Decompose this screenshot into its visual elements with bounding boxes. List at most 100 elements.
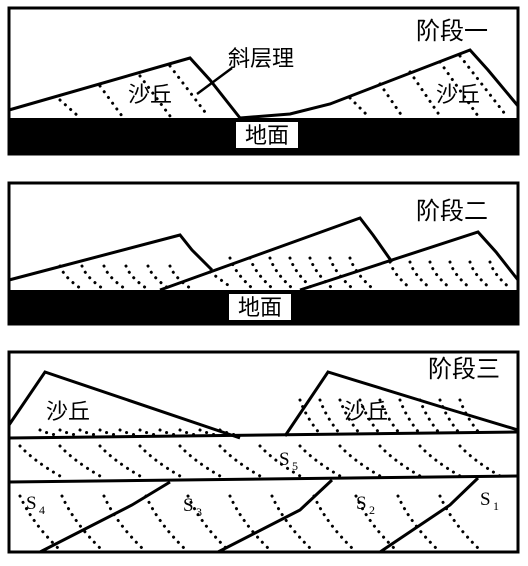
lamina-line [124,264,148,290]
lamina-line [138,428,162,438]
lamina-line [58,444,102,478]
svg-text:S: S [356,493,367,514]
svg-text:S: S [480,489,491,510]
lamina-line [378,444,422,478]
panel-stage-1: 地面 阶段一 斜层理 沙丘 沙丘 [7,6,520,156]
panel-1-ground-label: 地面 [245,124,289,149]
lamina-line [138,444,182,478]
lamina-line [468,260,492,290]
lamina-line [354,494,398,552]
panel-3-bounding-surface-s2-s1 [379,476,480,554]
svg-text:5: 5 [292,459,298,473]
svg-text:S: S [26,493,37,514]
svg-text:2: 2 [369,503,375,517]
lamina-line [318,398,342,436]
lamina-line [198,428,222,438]
svg-text:1: 1 [493,499,499,513]
lamina-line [186,494,230,552]
panel-stage-2: 地面 阶段二 [7,181,520,326]
panel-1-dune-left-outline [8,56,242,119]
panel-3-bounding-surface-s4-s3 [39,480,171,554]
lamina-line [38,428,62,438]
panel-3-dune-right-outline [283,370,519,437]
lamina-line [102,494,146,552]
lamina-line [438,494,482,552]
cross-bedding-pointer [196,66,233,96]
lamina-line [78,428,102,438]
lamina-line [270,494,314,552]
svg-text:S: S [279,449,290,470]
lamina-line [378,398,402,436]
panel-3-surface-top [8,430,519,440]
lamina-line [418,444,462,478]
lamina-line [312,494,356,552]
lamina-line [298,398,322,436]
panel-3-dune-right-label: 沙丘 [344,400,388,425]
panel-2-dune-1-outline [8,233,214,282]
layer-label-s3: S 3 [183,495,202,519]
svg-text:4: 4 [39,503,45,517]
lamina-line [18,444,62,478]
lamina-line [58,264,82,290]
panel-1-ground-label-box [236,122,298,148]
lamina-line [168,264,192,290]
panel-1-dune-left-label: 沙丘 [128,83,172,108]
lamina-line [80,264,104,290]
lamina-line [118,428,142,438]
lamina-line [428,260,452,290]
panel-2-dune-2-outline [159,216,394,292]
layer-label-s4: S 4 [26,493,45,517]
lamina-line [58,98,80,118]
panel-1-cross-beds [58,54,507,118]
lamina-line [248,256,274,290]
lamina-line [218,444,262,478]
lamina-line [418,398,442,436]
panel-2-dune-3-outline [299,230,520,292]
panel-stage-3: 阶段三 沙丘 沙丘 S 5 S 4 S 3 S 2 S 1 [7,350,520,554]
lamina-line [228,494,272,552]
lamina-line [438,398,462,436]
panel-3-stage-label: 阶段三 [428,355,500,383]
lamina-line [458,54,507,116]
lamina-line [178,444,222,478]
lamina-line [396,494,440,552]
layer-label-s2: S 2 [356,493,375,517]
panel-1-cross-bedding-label: 斜层理 [228,47,294,72]
lamina-line [98,428,122,438]
lamina-line [388,260,412,290]
lamina-line [268,256,294,290]
panel-1-dune-right-label: 沙丘 [436,83,480,108]
lamina-line [60,494,104,552]
panel-3-bounding-surface-s3-s2 [217,478,334,554]
lamina-line [408,260,432,290]
lamina-line [408,70,442,118]
svg-text:3: 3 [196,505,202,519]
lamina-line [158,428,182,438]
layer-label-s1: S 1 [480,489,499,513]
lamina-line [348,96,370,118]
panel-3-frame [7,350,520,554]
layer-label-s5: S 5 [279,449,298,473]
panel-1-stage-label: 阶段一 [416,17,488,45]
lamina-line [18,494,62,552]
panel-2-ground-label-box [229,294,291,320]
lamina-line [448,260,472,290]
panel-1-dune-right-outline [239,48,520,120]
panel-3-surface-middle [8,474,519,484]
panel-2-cross-beds [58,256,512,290]
panel-2-ground-label: 地面 [238,296,282,321]
lamina-line [378,82,404,118]
lamina-line [144,494,188,552]
panel-3-dune-left-label: 沙丘 [46,400,90,425]
lamina-line [488,260,512,290]
lamina-line [168,64,210,118]
lamina-line [98,84,124,118]
lamina-line [288,256,314,290]
lamina-line [258,444,302,478]
lamina-line [58,428,82,438]
lamina-line [98,444,142,478]
lamina-line [458,444,502,478]
lamina-line [178,428,202,438]
